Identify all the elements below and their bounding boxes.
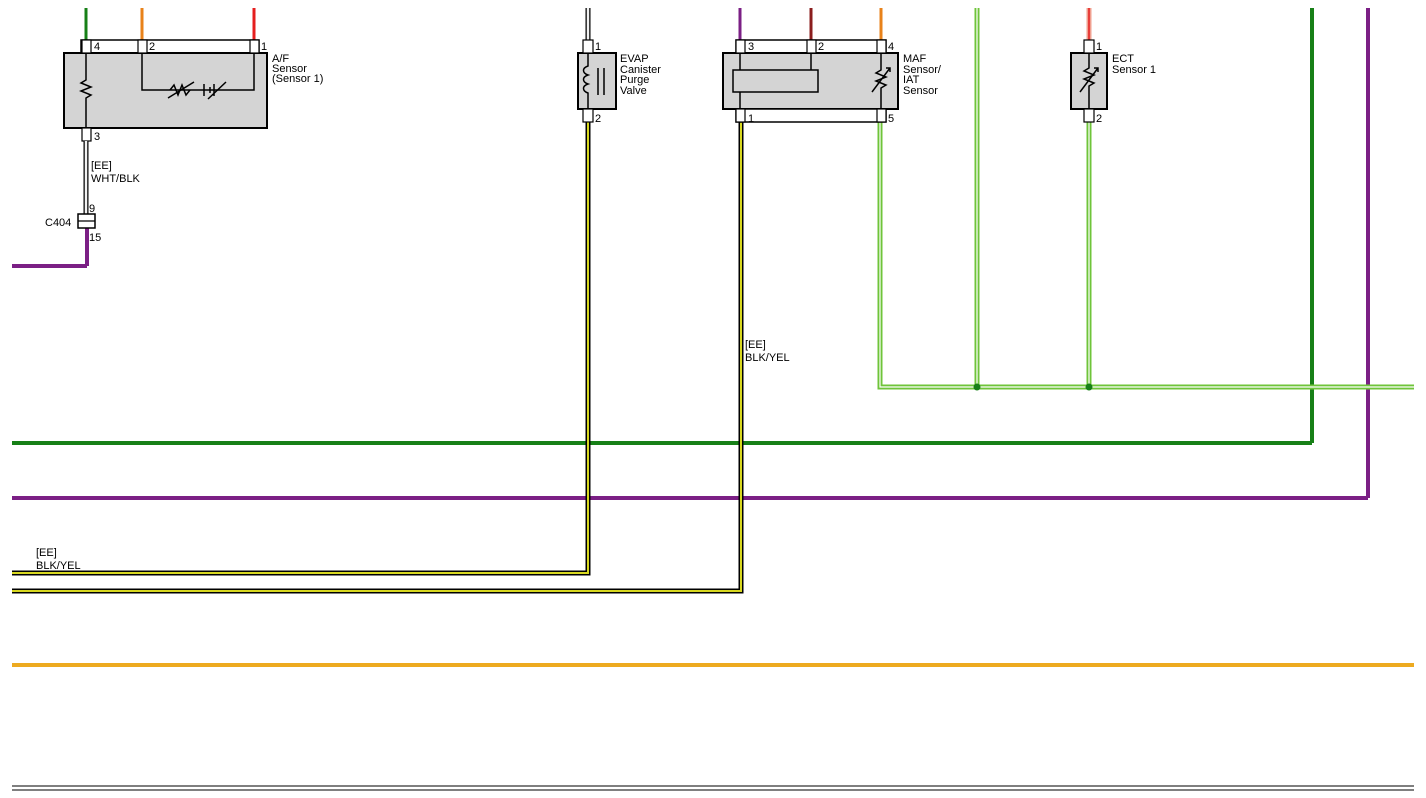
af-pin1-label: 1: [261, 41, 267, 53]
ect-pin2-terminal: [1083, 108, 1095, 123]
c404-pin-top: 9: [89, 203, 95, 215]
solenoid-icon: [582, 53, 605, 109]
af-sensor-label-3: (Sensor 1): [272, 73, 323, 85]
maf-element: [732, 69, 819, 93]
evap-label-1: EVAP: [620, 53, 649, 65]
af-sensor-connector: [80, 39, 260, 54]
maf-label-1: MAF: [903, 53, 927, 65]
evap-pin2-label: 2: [595, 113, 601, 125]
maf-label-2: Sensor/: [903, 64, 942, 76]
splice-977: [973, 383, 981, 391]
af-pin1-terminal: [249, 39, 260, 54]
maf-pin1-terminal: [735, 108, 746, 123]
maf-harness-label-2: BLK/YEL: [745, 352, 790, 364]
af-pin4-terminal: [81, 39, 92, 54]
evap-label-2: Canister: [620, 64, 661, 76]
thermistor-icon: [871, 53, 891, 109]
af-sensor-label-2: Sensor: [272, 63, 307, 75]
maf-harness-label-1: [EE]: [745, 339, 766, 351]
af-pin3-terminal: [81, 127, 92, 142]
maf-pin3-terminal: [735, 39, 746, 54]
evap-pin2-terminal: [582, 108, 594, 123]
maf-pin3-label: 3: [748, 41, 754, 53]
maf-label-4: Sensor: [903, 85, 938, 97]
wire-blkyel-evap-fill: [12, 118, 589, 574]
af-pin2-label: 2: [149, 41, 155, 53]
af-harness-label-2: WHT/BLK: [91, 173, 141, 185]
ect-pin1-terminal: [1083, 39, 1095, 54]
ect-pin1-label: 1: [1096, 41, 1102, 53]
maf-pin5-terminal: [876, 108, 887, 123]
wire-blkyel-maf-outline: [12, 118, 744, 594]
ect-label-2: Sensor 1: [1112, 64, 1156, 76]
wire-blkyel-maf-fill: [12, 118, 742, 592]
maf-pin4-label: 4: [888, 41, 894, 53]
left-harness-label-1: [EE]: [36, 547, 57, 559]
wire-lgreen-bus-core: [879, 118, 1414, 388]
af-harness-label-1: [EE]: [91, 160, 112, 172]
af-pin2-terminal: [137, 39, 148, 54]
maf-pin4-terminal: [876, 39, 887, 54]
c404-pin-bottom: 15: [89, 232, 101, 244]
evap-pin1-terminal: [582, 39, 594, 54]
af-pin3-label: 3: [94, 131, 100, 143]
ect-pin2-label: 2: [1096, 113, 1102, 125]
maf-pin2-terminal: [806, 39, 817, 54]
maf-pin1-label: 1: [748, 113, 754, 125]
evap-label-3: Purge: [620, 74, 649, 86]
variable-resistor-icon: [167, 81, 195, 99]
left-harness-label-2: BLK/YEL: [36, 560, 81, 572]
thermistor-icon: [1079, 53, 1099, 109]
maf-label-3: IAT: [903, 74, 920, 86]
maf-pin5-label: 5: [888, 113, 894, 125]
evap-label-4: Valve: [620, 85, 647, 97]
maf-bottom-connector: [735, 108, 887, 123]
resistor-icon: [78, 53, 94, 128]
af-sensor-label-1: A/F: [272, 53, 289, 65]
maf-pin2-label: 2: [818, 41, 824, 53]
wire-lgreen-bus: [877, 118, 1414, 390]
splice-1089: [1085, 383, 1093, 391]
evap-pin1-label: 1: [595, 41, 601, 53]
wire-blkyel-evap-outline: [12, 118, 591, 576]
ect-label-1: ECT: [1112, 53, 1134, 65]
af-pin4-label: 4: [94, 41, 100, 53]
c404-label: C404: [45, 217, 71, 229]
battery-icon: [203, 81, 227, 100]
af-sensor-circuit: [141, 53, 255, 91]
